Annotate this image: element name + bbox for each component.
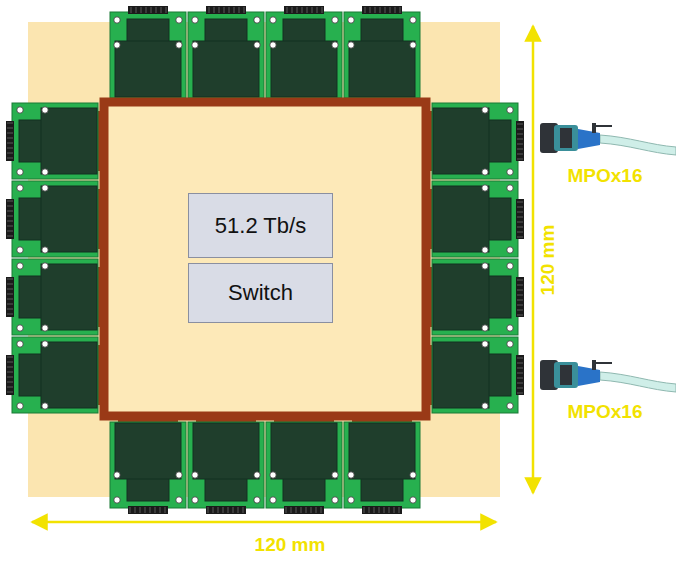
switch-package (104, 102, 426, 416)
optical-module (266, 416, 342, 514)
optical-module (6, 181, 104, 257)
chip-label-box: Switch (188, 263, 333, 323)
optical-modules (6, 6, 524, 514)
optical-module (426, 181, 524, 257)
optical-module (426, 103, 524, 179)
optical-module (188, 6, 264, 104)
mpo-connector (540, 123, 676, 155)
optical-module (110, 416, 186, 514)
connector-label: MPOx16 (568, 165, 643, 187)
chip-label-box: 51.2 Tb/s (188, 193, 333, 258)
optical-module (6, 337, 104, 413)
optical-module (426, 259, 524, 335)
optical-module (426, 337, 524, 413)
mpo-connector (540, 360, 676, 392)
dimension-arrow (532, 26, 535, 493)
optical-module (344, 6, 420, 104)
connector-label: MPOx16 (568, 401, 643, 423)
dimension-label: 120 mm (255, 534, 326, 556)
optical-module (188, 416, 264, 514)
optical-module (266, 6, 342, 104)
optical-module (110, 6, 186, 104)
chip-label: 51.2 Tb/s (215, 213, 306, 239)
optical-module (344, 416, 420, 514)
dimension-label: 120 mm (537, 225, 559, 296)
chip-label: Switch (228, 280, 293, 306)
optical-module (6, 259, 104, 335)
dimension-arrow (32, 521, 496, 524)
optical-module (6, 103, 104, 179)
